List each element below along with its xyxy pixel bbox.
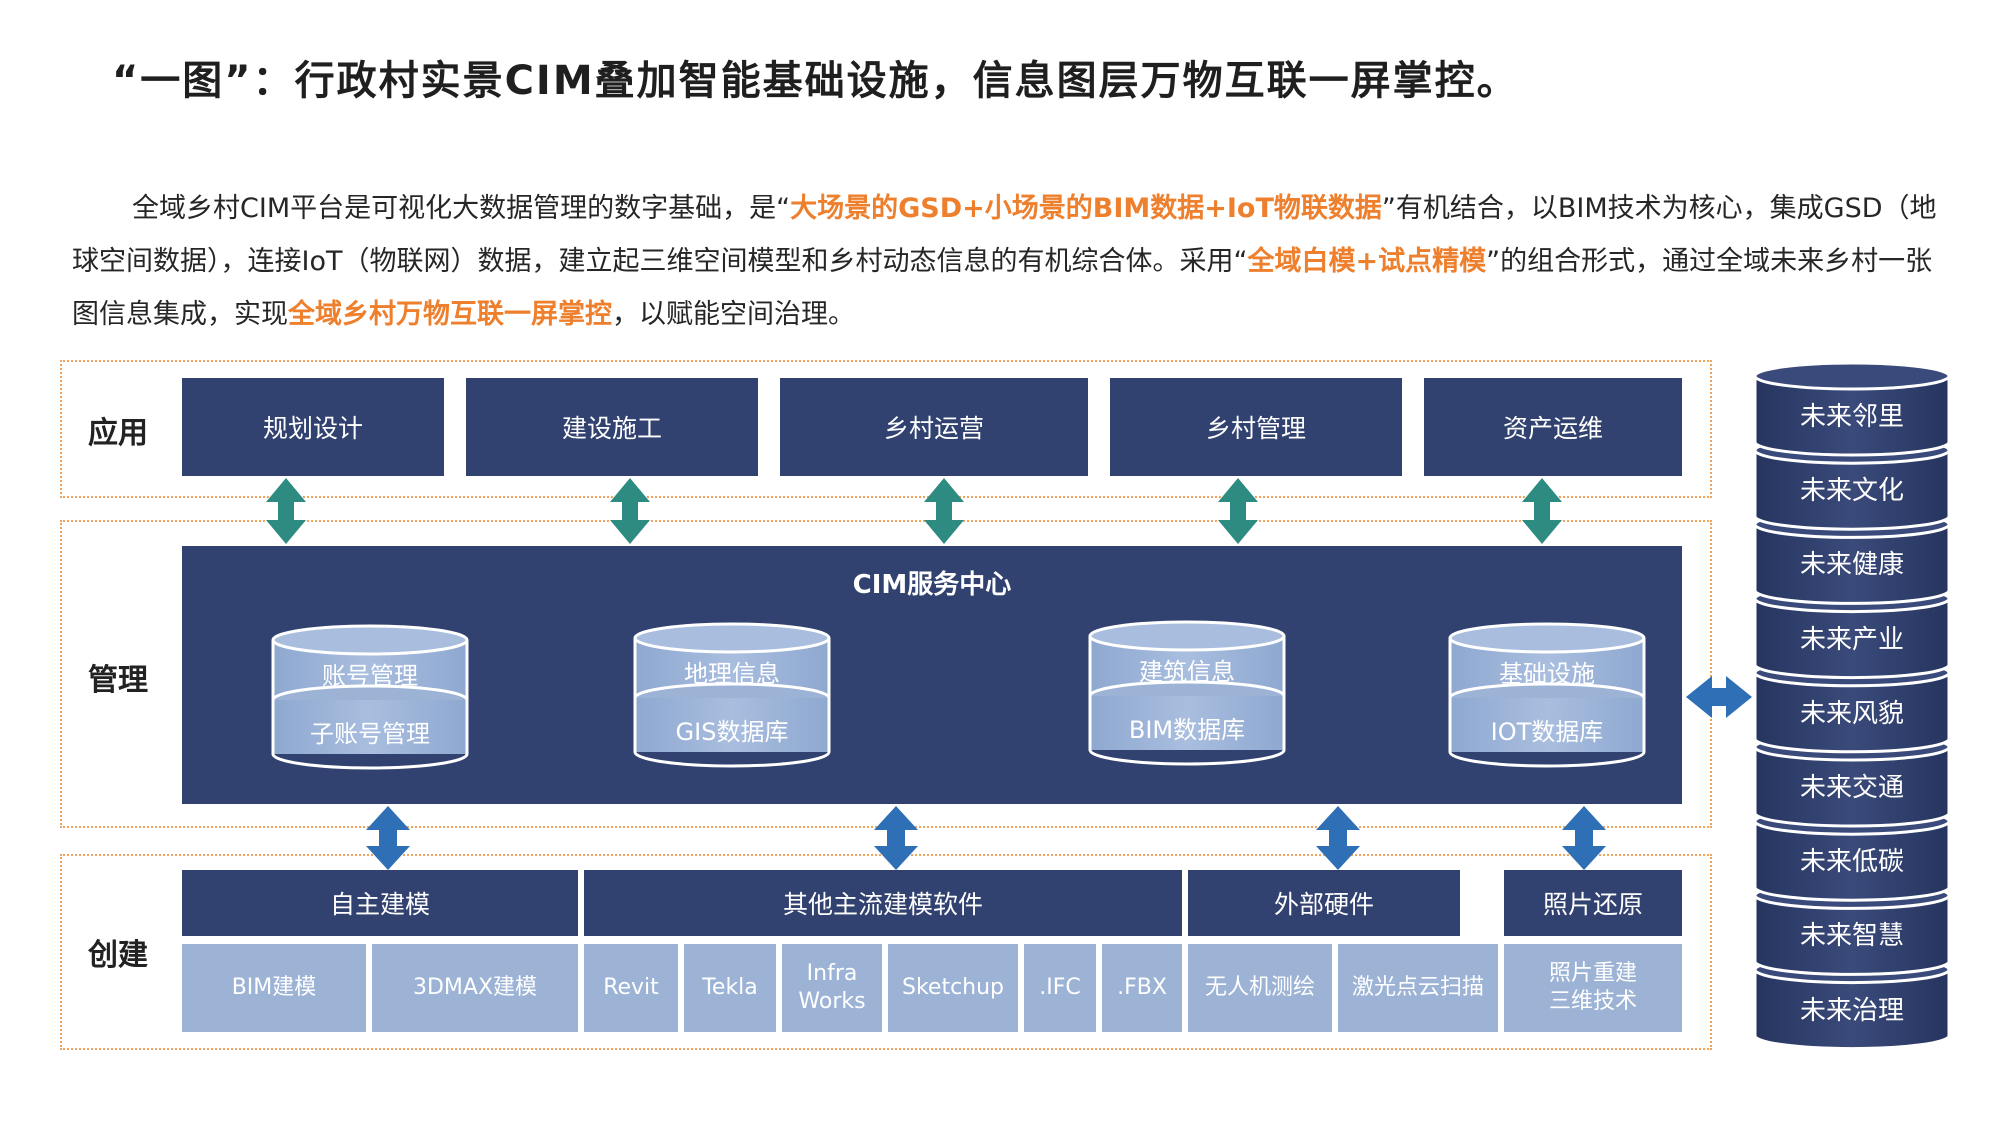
app-box-planning: 规划设计 bbox=[182, 378, 444, 476]
create-header-external-hardware: 外部硬件 bbox=[1188, 870, 1460, 936]
future-stack-item: 未来产业 bbox=[1799, 624, 1904, 655]
page-title: “一图”：行政村实景CIM叠加智能基础设施，信息图层万物互联一屏掌控。 bbox=[112, 58, 1519, 104]
db-building-top: 建筑信息 bbox=[1139, 658, 1235, 686]
create-item-sketchup: Sketchup bbox=[888, 944, 1018, 1032]
future-stack-item: 未来文化 bbox=[1799, 476, 1904, 507]
intro-paragraph: 全域乡村CIM平台是可视化大数据管理的数字基础，是“大场景的GSD+小场景的BI… bbox=[72, 182, 1942, 341]
db-geo-top: 地理信息 bbox=[684, 660, 780, 688]
db-geo-bottom: GIS数据库 bbox=[675, 718, 789, 746]
create-item-bim: BIM建模 bbox=[182, 944, 366, 1032]
future-stack-item: 未来治理 bbox=[1799, 995, 1904, 1026]
create-header-mainstream-software: 其他主流建模软件 bbox=[584, 870, 1182, 936]
app-box-construction: 建设施工 bbox=[466, 378, 758, 476]
app-box-management: 乡村管理 bbox=[1110, 378, 1402, 476]
create-header-self-modeling: 自主建模 bbox=[182, 870, 578, 936]
future-stack-item: 未来交通 bbox=[1799, 773, 1904, 803]
create-item-photo-3d: 照片重建 三维技术 bbox=[1504, 944, 1682, 1032]
intro-text-1: 全域乡村CIM平台是可视化大数据管理的数字基础，是“ bbox=[132, 193, 791, 224]
section-app bbox=[60, 360, 1712, 498]
intro-highlight-2: 全域白模+试点精模 bbox=[1247, 246, 1487, 277]
cim-title: CIM服务中心 bbox=[852, 570, 1012, 600]
intro-text-2: ”有机结合，以BIM技术为核心，集成GSD（地球空间数据），连接IoT（物联网）… bbox=[72, 193, 1937, 277]
section-label-management: 管理 bbox=[88, 663, 148, 698]
create-item-revit: Revit bbox=[584, 944, 678, 1032]
create-item-laser-scan: 激光点云扫描 bbox=[1338, 944, 1498, 1032]
db-infra-bottom: IOT数据库 bbox=[1490, 718, 1604, 746]
section-label-create: 创建 bbox=[88, 938, 148, 973]
db-building-bottom: BIM数据库 bbox=[1128, 716, 1246, 744]
future-stack-item: 未来低碳 bbox=[1799, 847, 1904, 878]
create-item-drone-survey: 无人机测绘 bbox=[1188, 944, 1332, 1032]
create-header-photo-restore: 照片还原 bbox=[1504, 870, 1682, 936]
future-stack-item: 未来风貌 bbox=[1799, 698, 1904, 729]
create-item-3dmax: 3DMAX建模 bbox=[372, 944, 578, 1032]
future-stack-item: 未来智慧 bbox=[1799, 921, 1904, 952]
future-stack-item: 未来邻里 bbox=[1799, 402, 1904, 432]
future-stack-item: 未来健康 bbox=[1799, 550, 1904, 581]
db-account-top: 账号管理 bbox=[322, 662, 418, 690]
section-label-app: 应用 bbox=[88, 416, 148, 451]
create-item-fbx: .FBX bbox=[1102, 944, 1182, 1032]
create-item-tekla: Tekla bbox=[684, 944, 776, 1032]
app-box-operation: 乡村运营 bbox=[780, 378, 1088, 476]
intro-text-4: ，以赋能空间治理。 bbox=[612, 299, 855, 330]
intro-text-3: ”的组合形式，通过全域未来乡村一张图信息集成，实现 bbox=[72, 246, 1933, 330]
intro-highlight-3: 全域乡村万物互联一屏掌控 bbox=[288, 299, 612, 330]
intro-highlight-1: 大场景的GSD+小场景的BIM数据+IoT物联数据 bbox=[790, 193, 1382, 224]
db-account-bottom: 子账号管理 bbox=[310, 720, 430, 748]
create-item-ifc: .IFC bbox=[1024, 944, 1096, 1032]
db-infra-top: 基础设施 bbox=[1499, 660, 1595, 688]
app-box-asset-maintenance: 资产运维 bbox=[1424, 378, 1682, 476]
create-item-infraworks: Infra Works bbox=[782, 944, 882, 1032]
